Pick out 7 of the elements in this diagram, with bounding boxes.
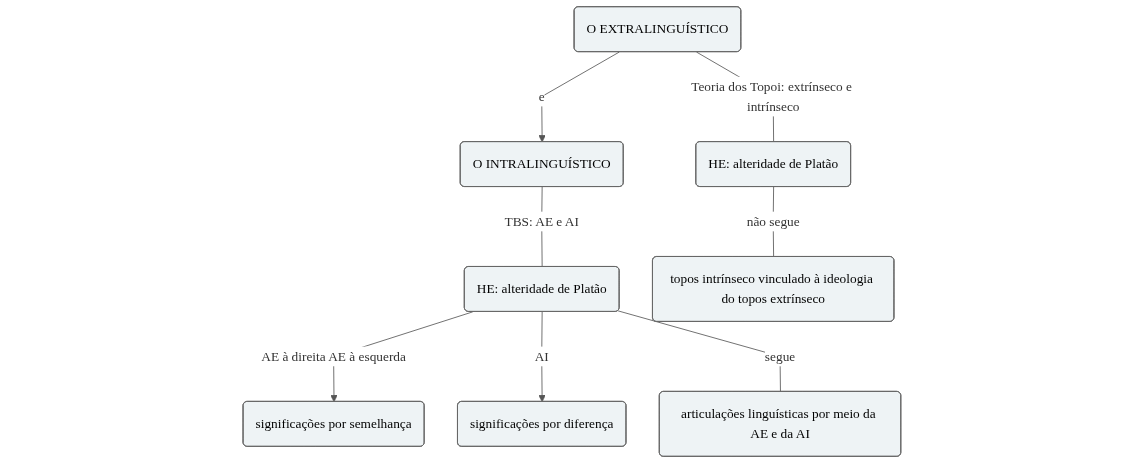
edge-label: AE à direita AE à esquerda bbox=[260, 348, 406, 364]
edge-label: segue bbox=[764, 348, 795, 364]
edge-label: Teoria dos Topoi: extrínseco e intrínseco bbox=[690, 79, 852, 114]
edge-label: e bbox=[538, 89, 545, 104]
edge-label: não segue bbox=[746, 214, 800, 229]
edge-label: AI bbox=[534, 348, 549, 364]
edge-label: TBS: AE e AI bbox=[504, 214, 579, 229]
